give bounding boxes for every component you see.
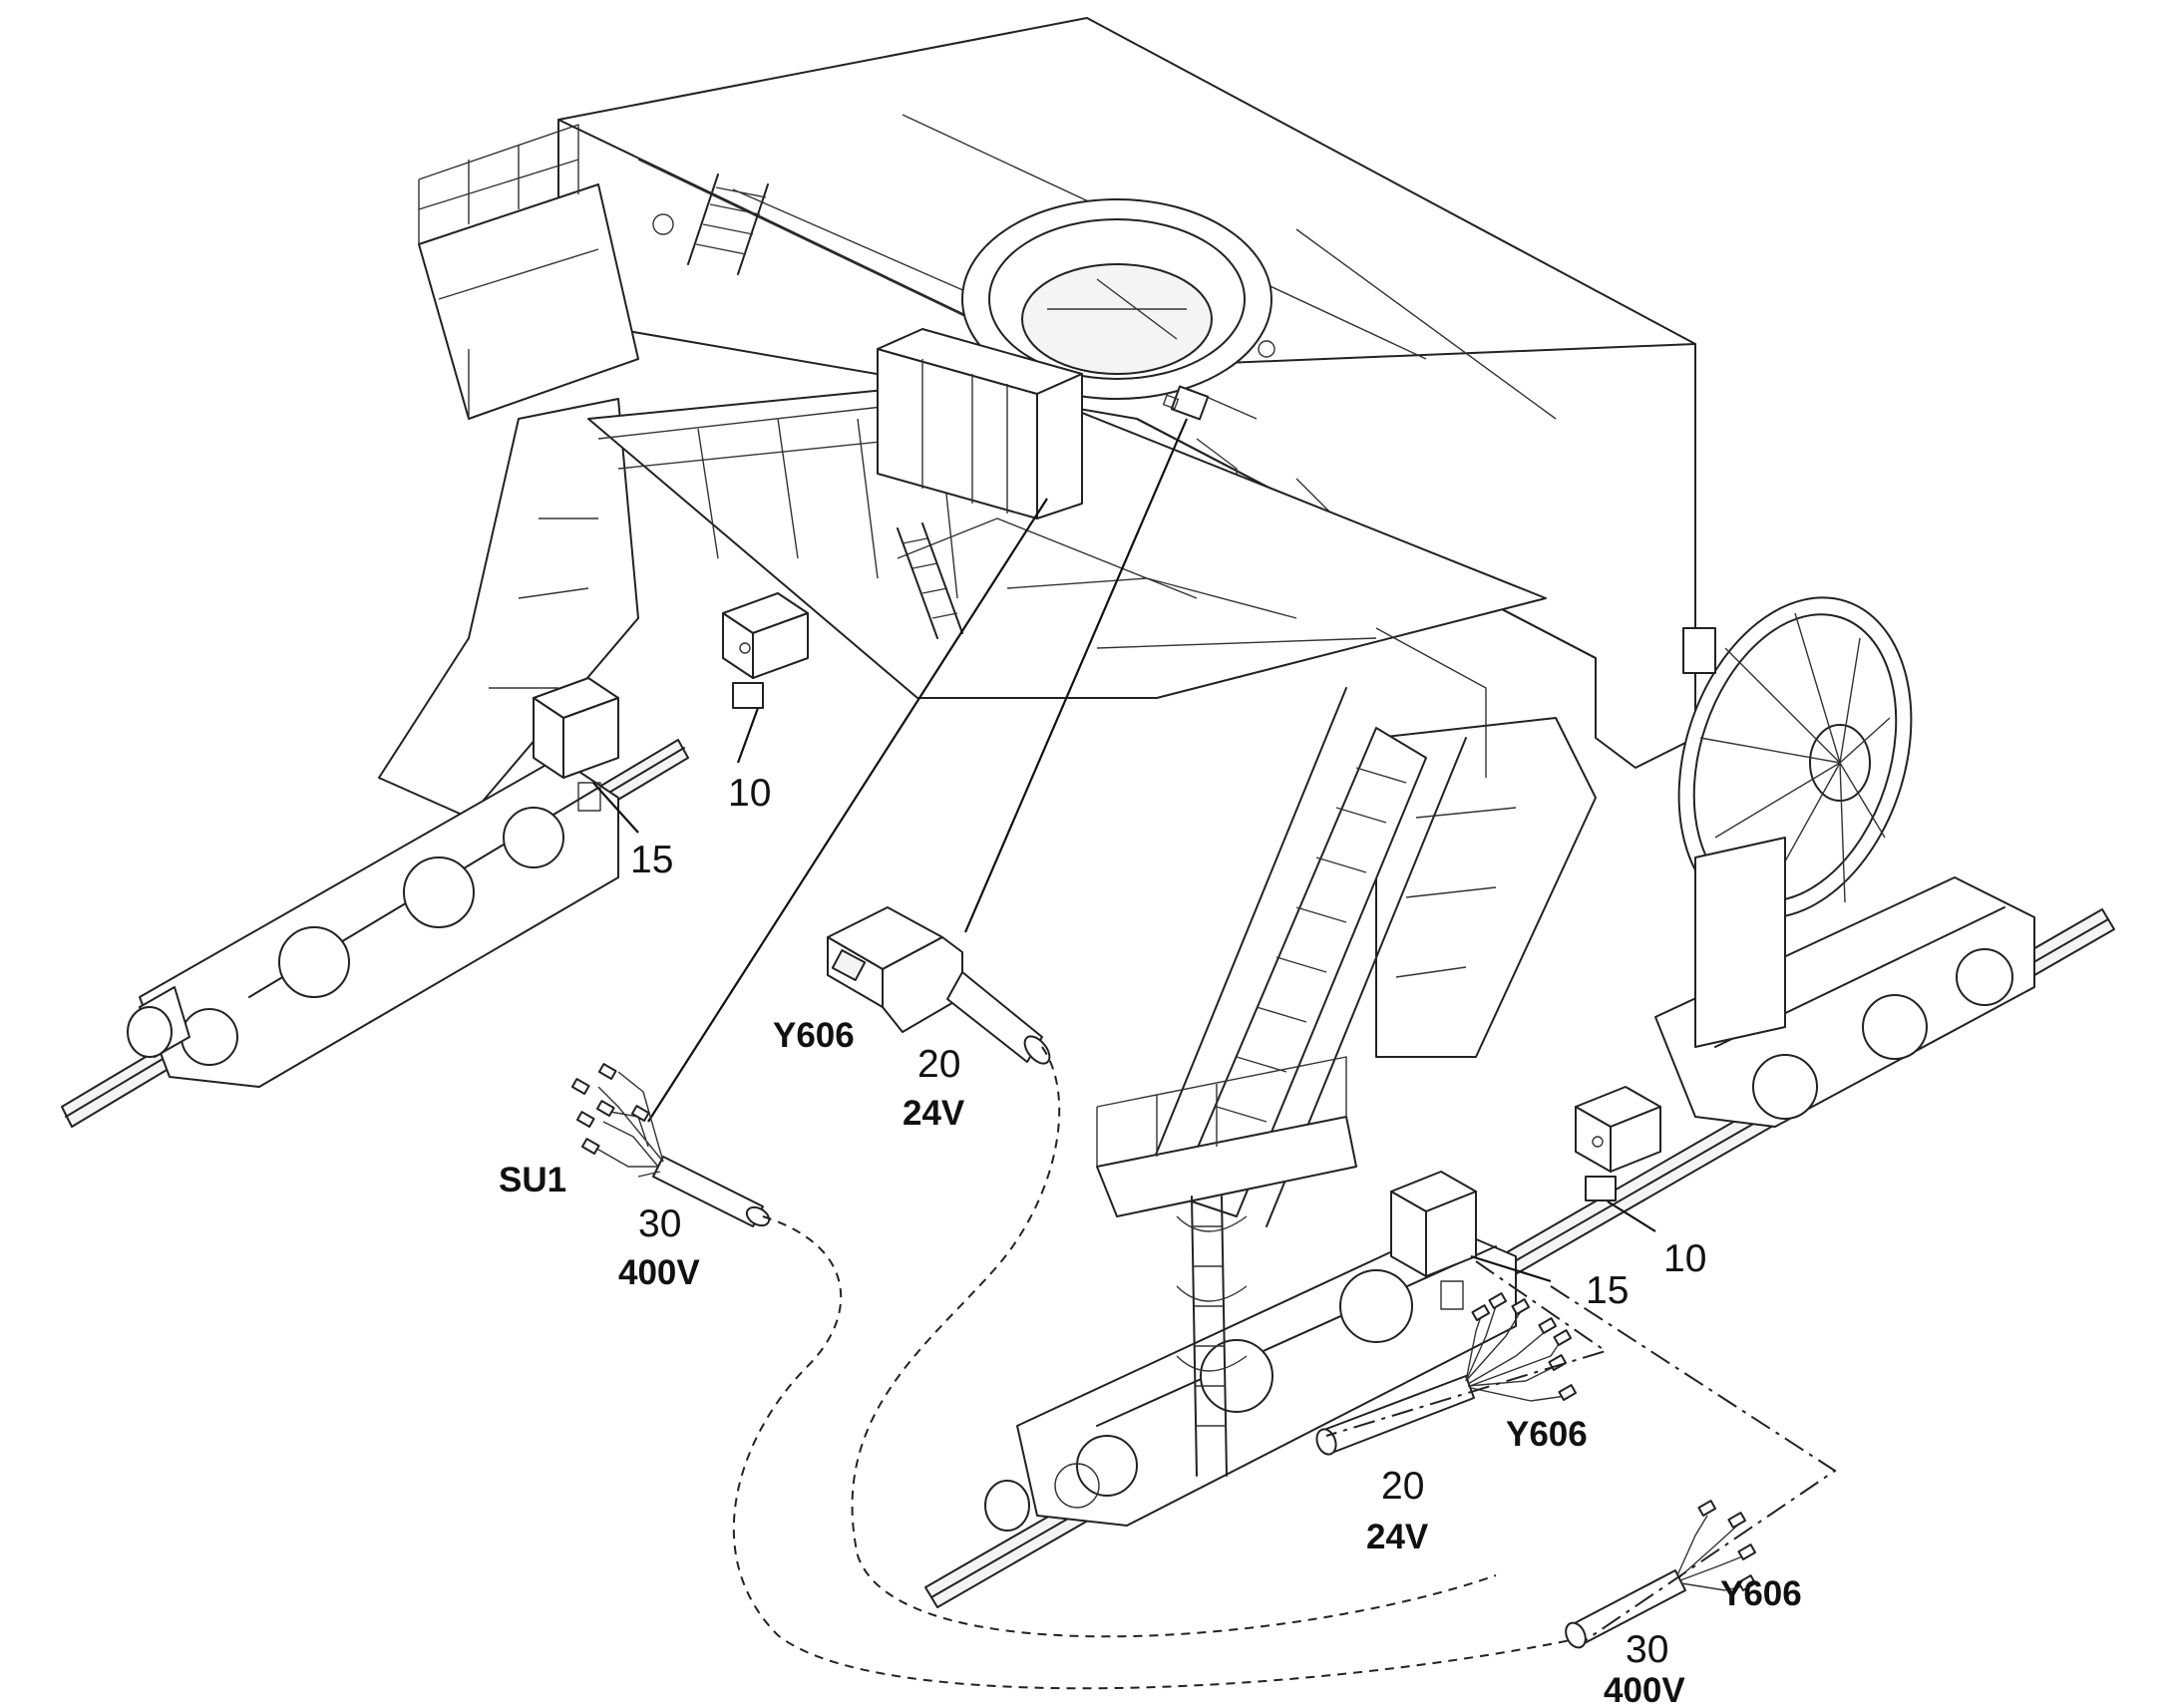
junction-box-icon: [533, 592, 1661, 1310]
label-plug-item: 20: [917, 1043, 960, 1086]
label-left-15: 15: [630, 839, 673, 881]
label-plug-voltage: 24V: [903, 1094, 965, 1133]
leader-lines: [592, 418, 1656, 1283]
connector-plug-icon: [827, 906, 1051, 1065]
label-cable20-voltage: 24V: [1366, 1518, 1429, 1556]
label-plug-ref: Y606: [773, 1016, 855, 1055]
cable-routing-lines: [732, 1046, 1837, 1690]
label-cable30-item: 30: [1626, 1628, 1668, 1671]
label-su1-voltage: 400V: [618, 1253, 700, 1292]
label-cable30-voltage: 400V: [1604, 1671, 1685, 1708]
label-right-15: 15: [1586, 1269, 1629, 1312]
callout-labels: 15 10 15 10 Y606 20 24V SU1 30 400V Y606…: [499, 772, 1802, 1708]
gantry-crane-machine-icon: [127, 17, 2035, 1532]
label-cable30-ref: Y606: [1720, 1574, 1802, 1613]
label-su1-ref: SU1: [499, 1161, 566, 1199]
label-cable20-ref: Y606: [1506, 1415, 1588, 1454]
label-right-10: 10: [1663, 1237, 1706, 1280]
label-left-10: 10: [728, 772, 771, 815]
cable-reel-icon: [1677, 596, 1913, 1048]
label-cable20-item: 20: [1381, 1465, 1424, 1508]
cable-stripped-end-icon: [570, 1063, 771, 1227]
label-su1-item: 30: [638, 1202, 681, 1245]
cable-stripped-end-icon: [1565, 1500, 1757, 1649]
